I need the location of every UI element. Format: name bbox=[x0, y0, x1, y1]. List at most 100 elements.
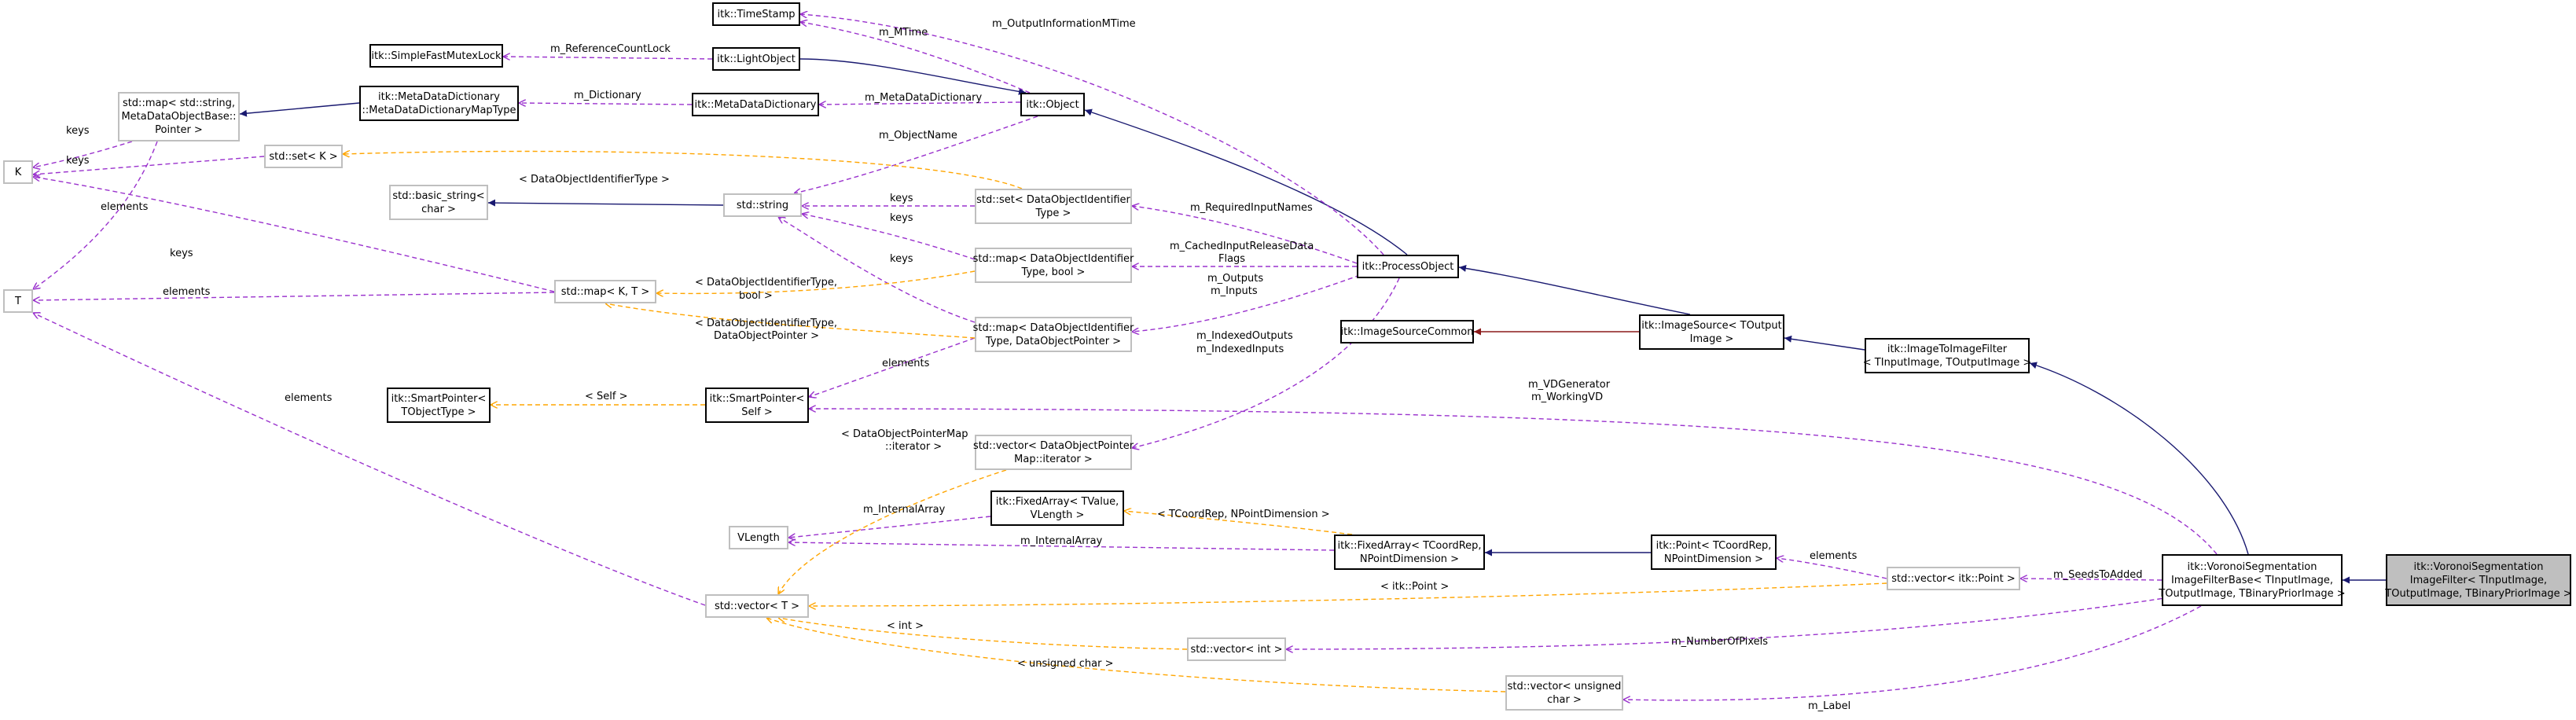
node-label-line: std::vector< unsigned bbox=[1507, 680, 1622, 692]
node-label-line: std::vector< itk::Point > bbox=[1891, 572, 2016, 585]
edge-label: < Self > bbox=[585, 391, 628, 402]
edge-label: keys bbox=[66, 155, 90, 167]
inheritance-edge bbox=[799, 58, 1027, 95]
edge-label: < unsigned char > bbox=[1017, 658, 1113, 670]
node-vector-t[interactable]: std::vector< T > bbox=[705, 594, 809, 618]
usage-edge bbox=[809, 337, 976, 397]
node-point[interactable]: itk::Point< TCoordRep,NPointDimension > bbox=[1651, 534, 1777, 570]
node-std-map-string[interactable]: std::map< std::string,MetaDataObjectBase… bbox=[118, 92, 240, 141]
node-simple-fast-mutex-lock[interactable]: itk::SimpleFastMutexLock bbox=[369, 44, 503, 68]
node-vector-int[interactable]: std::vector< int > bbox=[1187, 637, 1286, 661]
edge-label: < itk::Point > bbox=[1380, 581, 1449, 593]
edge-label: m_ReferenceCountLock bbox=[550, 43, 671, 55]
edge-label: keys bbox=[890, 212, 913, 224]
node-smart-pointer-self[interactable]: itk::SmartPointer<Self > bbox=[705, 388, 809, 423]
usage-edge bbox=[503, 57, 713, 59]
node-label-line: itk::VoronoiSegmentation bbox=[2413, 560, 2544, 573]
node-vector-point[interactable]: std::vector< itk::Point > bbox=[1887, 567, 2020, 590]
usage-edge bbox=[1286, 597, 2170, 649]
edge-label: < DataObjectPointerMap bbox=[841, 428, 968, 440]
node-fixed-array-tvalue[interactable]: itk::FixedArray< TValue,VLength > bbox=[990, 490, 1124, 526]
usage-edge bbox=[800, 14, 1384, 255]
node-label-line: VLength > bbox=[1030, 509, 1085, 521]
node-image-source-common[interactable]: itk::ImageSourceCommon bbox=[1340, 320, 1474, 343]
node-meta-data-dictionary-map-type[interactable]: itk::MetaDataDictionary::MetaDataDiction… bbox=[359, 86, 519, 121]
node-basic-string[interactable]: std::basic_string<char > bbox=[389, 185, 488, 220]
node-label-line: char > bbox=[421, 203, 456, 215]
node-label-line: Type, DataObjectPointer > bbox=[985, 335, 1122, 347]
usage-edge bbox=[809, 409, 2218, 555]
node-fixed-array-tcoord[interactable]: itk::FixedArray< TCoordRep,NPointDimensi… bbox=[1334, 534, 1485, 570]
usage-edge bbox=[778, 217, 976, 323]
usage-edge bbox=[802, 214, 976, 260]
node-object[interactable]: itk::Object bbox=[1020, 93, 1085, 116]
edge-label: m_VDGenerator bbox=[1528, 379, 1611, 391]
node-label-line: Type > bbox=[1035, 207, 1071, 219]
node-label-line: Type, bool > bbox=[1021, 266, 1086, 278]
node-label-line: itk::SimpleFastMutexLock bbox=[371, 50, 502, 62]
edge-label: < DataObjectIdentifierType > bbox=[519, 174, 670, 186]
usage-edge bbox=[33, 177, 555, 292]
edge-label: keys bbox=[170, 248, 193, 259]
node-label-line: std::vector< int > bbox=[1190, 643, 1283, 656]
usage-edge bbox=[1132, 206, 1358, 264]
node-label-line: itk::FixedArray< TCoordRep, bbox=[1337, 539, 1482, 552]
edge-label: m_Label bbox=[1808, 700, 1850, 712]
edge-label: m_WorkingVD bbox=[1531, 391, 1603, 403]
usage-edge bbox=[819, 102, 1021, 105]
usage-edge bbox=[800, 22, 1031, 94]
usage-edge bbox=[33, 156, 265, 174]
node-label-line: TObjectType > bbox=[401, 406, 476, 418]
node-label-line: std::vector< DataObjectPointer bbox=[972, 439, 1134, 452]
edge-label: m_IndexedInputs bbox=[1196, 343, 1284, 355]
edge-label: m_RequiredInputNames bbox=[1190, 202, 1313, 214]
edge-label: elements bbox=[1810, 550, 1858, 562]
node-vlength[interactable]: VLength bbox=[729, 526, 788, 549]
node-set-k[interactable]: std::set< K > bbox=[264, 145, 343, 168]
node-k[interactable]: K bbox=[3, 160, 33, 184]
inheritance-edge bbox=[1458, 264, 1691, 315]
node-label-line: ::MetaDataDictionaryMapType bbox=[362, 104, 516, 116]
node-map-k-t[interactable]: std::map< K, T > bbox=[554, 280, 656, 303]
edge-label: < DataObjectIdentifierType, bbox=[695, 277, 837, 288]
inheritance-edge bbox=[1084, 108, 1408, 255]
node-meta-data-dictionary[interactable]: itk::MetaDataDictionary bbox=[692, 93, 819, 116]
node-label-line: std::basic_string< bbox=[392, 189, 485, 202]
node-process-object[interactable]: itk::ProcessObject bbox=[1357, 255, 1459, 278]
node-string[interactable]: std::string bbox=[723, 193, 802, 217]
edge-label: m_SeedsToAdded bbox=[2053, 569, 2143, 581]
edge-label: DataObjectPointer > bbox=[714, 330, 819, 342]
usage-edge bbox=[788, 516, 991, 538]
node-image-to-image-filter[interactable]: itk::ImageToImageFilter< TInputImage, TO… bbox=[1863, 338, 2031, 373]
edge-label: < int > bbox=[887, 620, 924, 632]
usage-edge bbox=[788, 542, 1335, 551]
node-label-line: MetaDataObjectBase:: bbox=[121, 111, 237, 123]
node-time-stamp[interactable]: itk::TimeStamp bbox=[712, 2, 800, 26]
node-label-line: Pointer > bbox=[155, 124, 203, 136]
node-label-line: itk::MetaDataDictionary bbox=[694, 98, 817, 111]
node-label-line: std::map< DataObjectIdentifier bbox=[972, 252, 1134, 265]
edge-label: m_ObjectName bbox=[879, 130, 957, 141]
edge-label: m_NumberOfPixels bbox=[1671, 636, 1768, 648]
edge-label: m_OutputInformationMTime bbox=[992, 18, 1136, 30]
edge-label: keys bbox=[66, 125, 90, 137]
node-label-line: std::string bbox=[736, 199, 789, 211]
node-light-object[interactable]: itk::LightObject bbox=[712, 47, 800, 71]
usage-edge bbox=[33, 141, 158, 289]
node-smart-pointer-tobject[interactable]: itk::SmartPointer<TObjectType > bbox=[387, 388, 491, 423]
node-t[interactable]: T bbox=[3, 289, 33, 313]
template-edge bbox=[778, 469, 1007, 594]
usage-edge bbox=[519, 103, 693, 105]
node-label-line: itk::FixedArray< TValue, bbox=[995, 495, 1119, 508]
usage-edge bbox=[1132, 277, 1400, 448]
edge-label: m_Inputs bbox=[1211, 285, 1258, 297]
